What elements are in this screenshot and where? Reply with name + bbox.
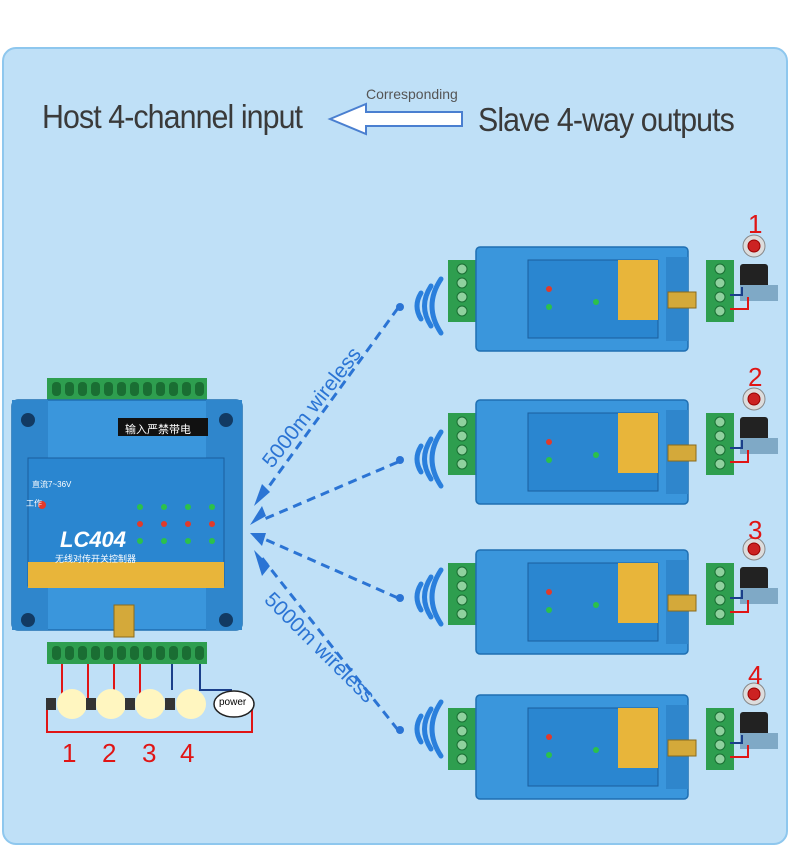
host-voltage: 直流7~36V xyxy=(32,480,72,489)
output-number-4: 4 xyxy=(748,660,763,690)
output-number-1: 1 xyxy=(748,209,763,239)
slave-label: Slave 4-way outputs xyxy=(478,101,735,138)
wifi-icons xyxy=(414,276,444,759)
wireless-arrows xyxy=(260,307,400,731)
host-name: 无线对传开关控制器 xyxy=(55,554,137,564)
slave-device-3 xyxy=(448,537,778,655)
input-number-2: 2 xyxy=(102,738,117,768)
input-number-4: 4 xyxy=(180,738,195,768)
host-work-label: 工作 xyxy=(26,499,42,508)
host-label: Host 4-channel input xyxy=(42,98,303,135)
host-model: LC404 xyxy=(60,527,127,552)
input-number-3: 3 xyxy=(142,738,157,768)
power-label: power xyxy=(219,697,247,708)
slave-devices xyxy=(448,234,778,800)
output-number-3: 3 xyxy=(748,515,763,545)
slave-device-4 xyxy=(448,682,778,800)
left-arrow-icon xyxy=(327,102,463,136)
host-device xyxy=(11,378,255,733)
slave-device-2 xyxy=(448,387,778,505)
output-number-2: 2 xyxy=(748,362,763,392)
host-warning: 输入严禁带电 xyxy=(125,424,191,436)
input-number-1: 1 xyxy=(62,738,77,768)
arrowheads xyxy=(250,303,404,734)
slave-device-1 xyxy=(448,234,778,352)
corresponding-label: Corresponding xyxy=(366,86,458,102)
